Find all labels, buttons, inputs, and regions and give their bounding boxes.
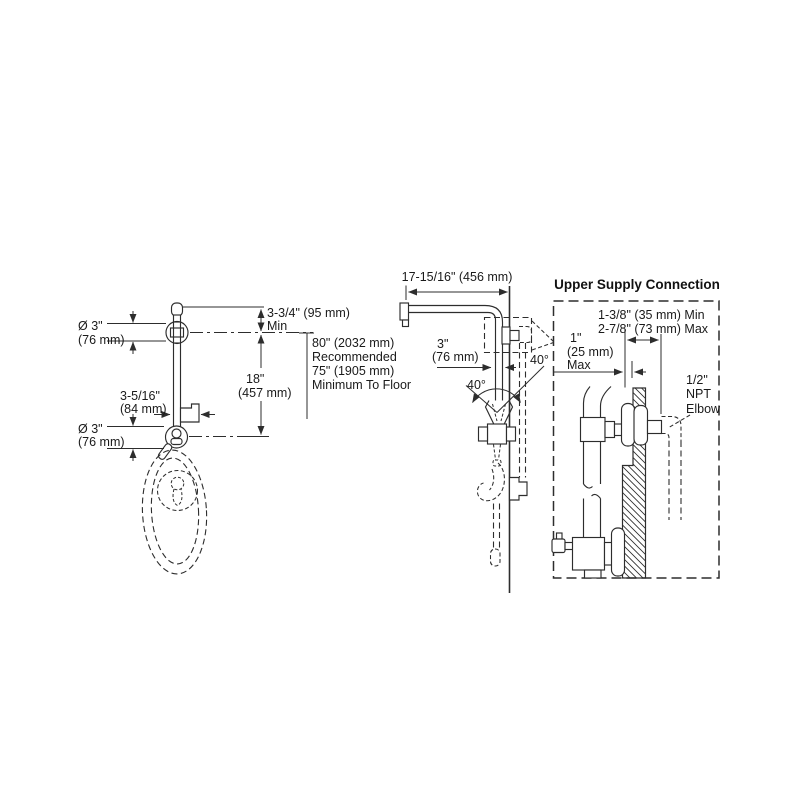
upper-supply-detail: Upper Supply Connection	[551, 277, 721, 579]
label-elbow-2: NPT	[686, 387, 711, 401]
dim-wall-thickness	[554, 361, 646, 378]
detail-title: Upper Supply Connection	[554, 277, 720, 292]
lower-wall-fitting	[508, 476, 528, 501]
slide-bracket	[179, 403, 200, 423]
dim-head-diameter	[107, 311, 166, 354]
label-elbow-3: Elbow	[686, 402, 721, 416]
label-wall-thickness-1: 1"	[570, 331, 581, 345]
swivel-angle	[465, 365, 545, 413]
label-wall-offset-1: 3"	[437, 337, 448, 351]
side-view: 17-15/16" (456 mm) 3" (76 mm) 40° 40°	[399, 270, 554, 593]
label-bracket-offset-2: (84 mm)	[120, 402, 167, 416]
callout-leader-top	[531, 320, 554, 342]
front-view: Ø 3" (76 mm) 3-5/16" (84 mm) Ø 3" (76 mm…	[78, 302, 411, 575]
handshower-tip	[489, 548, 501, 567]
label-head-diameter-1: Ø 3"	[78, 319, 103, 333]
label-floor-height-2: Recommended	[312, 350, 397, 364]
dim-elbow-depth	[624, 329, 662, 414]
label-arm-reach: 17-15/16" (456 mm)	[402, 270, 513, 284]
label-wall-offset-2: (76 mm)	[432, 350, 479, 364]
label-angle-left: 40°	[467, 378, 486, 392]
label-bar-length-2: (457 mm)	[238, 386, 291, 400]
label-elbow-1: 1/2"	[686, 373, 708, 387]
riser-pipe	[582, 386, 612, 538]
handshower-pivot	[477, 400, 517, 467]
npt-elbow	[661, 415, 682, 520]
hose-loop	[141, 449, 208, 575]
valve-trim	[156, 469, 199, 512]
elbow-leader	[667, 414, 691, 429]
connection-hardware	[579, 402, 663, 447]
label-wall-thickness-3: Max	[567, 358, 591, 372]
handshower-holder-circle	[164, 425, 189, 449]
label-top-clearance-1: 3-3/4" (95 mm)	[267, 306, 350, 320]
pipe-break	[583, 483, 601, 499]
shower-head-circle	[165, 320, 189, 345]
escutcheon	[620, 402, 636, 447]
label-depth-max: 2-7/8" (73 mm) Max	[598, 322, 709, 336]
dim-arm-reach	[405, 285, 508, 300]
label-floor-height-3: 75" (1905 mm)	[312, 364, 394, 378]
label-bracket-offset-1: 3-5/16"	[120, 389, 160, 403]
label-floor-height-1: 80" (2032 mm)	[312, 336, 394, 350]
label-depth-min: 1-3/8" (35 mm) Min	[598, 308, 705, 322]
dim-top-clearance	[182, 306, 265, 332]
callout-leader-bottom	[531, 342, 554, 351]
label-top-clearance-2: Min	[267, 319, 287, 333]
label-holder-diameter-2: (76 mm)	[78, 435, 125, 449]
hose-side-view	[476, 462, 505, 567]
detail-callout-box	[483, 316, 533, 354]
label-bar-length-1: 18"	[246, 372, 264, 386]
label-holder-diameter-1: Ø 3"	[78, 422, 103, 436]
arm-outlet	[399, 302, 410, 321]
bar-top-knob	[170, 302, 184, 317]
label-angle-right: 40°	[530, 353, 549, 367]
label-head-diameter-2: (76 mm)	[78, 333, 125, 347]
upper-connection	[501, 325, 533, 478]
shower-arm	[399, 302, 504, 401]
label-wall-thickness-2: (25 mm)	[567, 345, 614, 359]
lower-bracket	[551, 527, 626, 579]
dim-floor-height	[299, 332, 314, 419]
dim-holder-diameter	[107, 414, 164, 461]
label-floor-height-4: Minimum To Floor	[312, 378, 411, 392]
